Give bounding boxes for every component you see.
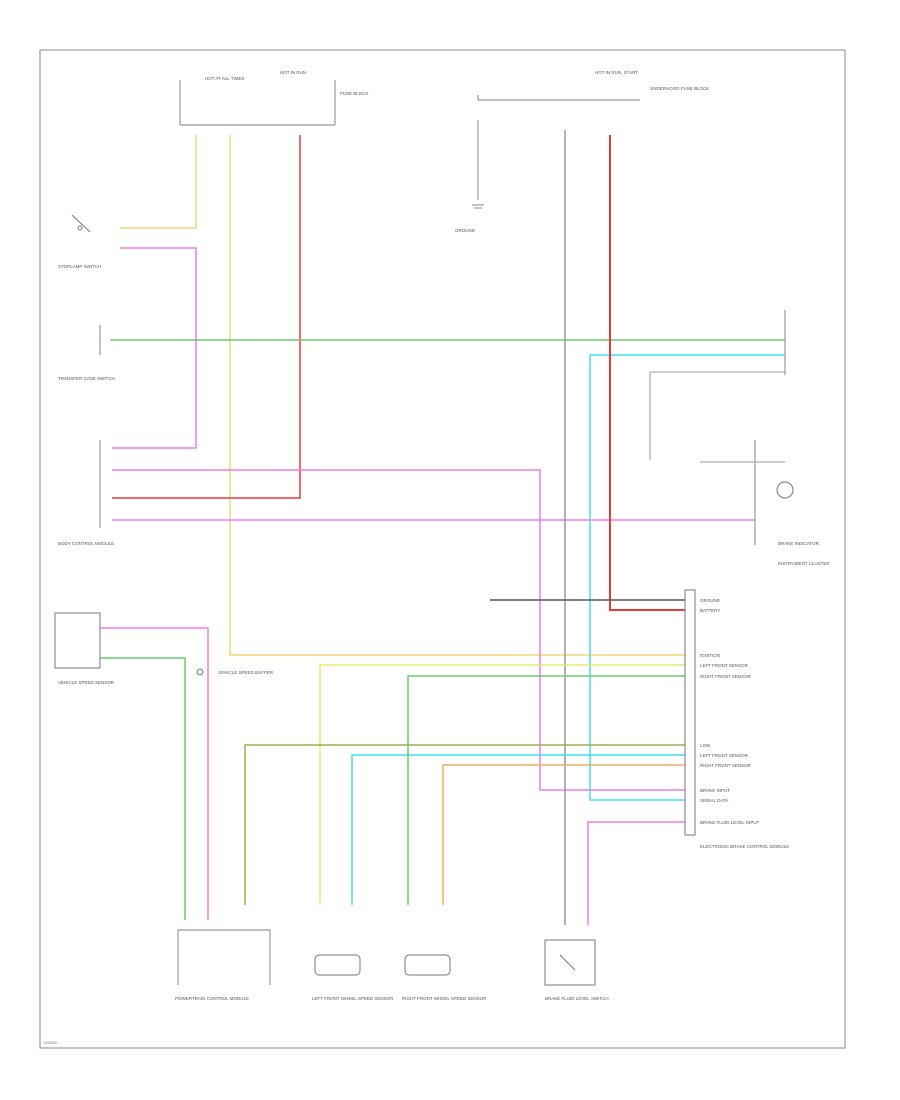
right-front-wheel-speed-sensor: RIGHT FRONT WHEEL SPEED SENSOR bbox=[402, 954, 487, 1001]
ebcm-pin-label: BRAKE INPUT bbox=[700, 788, 730, 793]
svg-text:UNDERHOOD FUSE BLOCK: UNDERHOOD FUSE BLOCK bbox=[650, 86, 709, 91]
wire-battery bbox=[609, 135, 685, 611]
transfer-case-switch-label: TRANSFER CASE SWITCH bbox=[58, 376, 115, 381]
fuse-block-left: HOT AT ALL TIMES HOT IN RUN FUSE BLOCK bbox=[179, 70, 369, 126]
ebcm-pin-label: RIGHT FRONT SENSOR bbox=[700, 674, 752, 679]
hot-in-run-start-label: HOT IN RUN, START bbox=[595, 70, 638, 75]
lf-sensor-label: LEFT FRONT WHEEL SPEED SENSOR bbox=[312, 996, 394, 1001]
wire-rf-sensor-1 bbox=[407, 675, 685, 905]
body-control-module: BODY CONTROL MODULE bbox=[58, 440, 114, 546]
wire-vss-green bbox=[100, 657, 186, 920]
ground-label: GROUND bbox=[455, 228, 476, 233]
vehicle-speed-sensor-label: VEHICLE SPEED SENSOR bbox=[58, 680, 115, 685]
vehicle-speed-buffer: VEHICLE SPEED BUFFER bbox=[196, 668, 274, 676]
wire-serial-data bbox=[589, 354, 785, 801]
ebcm-pin-label: LOW bbox=[700, 743, 711, 748]
ebcm-pin-label: LEFT FRONT SENSOR bbox=[700, 663, 749, 668]
hot-at-all-times-label: HOT AT ALL TIMES bbox=[205, 76, 245, 81]
ebcm-pin-labels: GROUND BATTERY IGNITION LEFT FRONT SENSOR RI… bbox=[700, 598, 760, 825]
wire-stoplamp-feed bbox=[120, 135, 197, 229]
left-front-wheel-speed-sensor: LEFT FRONT WHEEL SPEED SENSOR bbox=[312, 954, 394, 1001]
wire-lf-sensor-1 bbox=[319, 664, 685, 905]
diagram-frame bbox=[39, 49, 846, 1049]
ebcm-pin-label: BRAKE FLUID LEVEL INPUT bbox=[700, 820, 760, 825]
wire-fluid-level bbox=[587, 821, 685, 925]
ebcm-pin-label: SERIAL DATA bbox=[700, 798, 728, 803]
brake-fluid-level-switch-label: BRAKE FLUID LEVEL SWITCH bbox=[545, 996, 609, 1001]
rf-sensor-label: RIGHT FRONT WHEEL SPEED SENSOR bbox=[402, 996, 487, 1001]
vehicle-speed-sensor: VEHICLE SPEED SENSOR bbox=[54, 612, 115, 685]
wire-brake-input bbox=[112, 469, 685, 791]
instrument-cluster: BRAKE INDICATOR INSTRUMENT CLUSTER bbox=[754, 310, 830, 566]
wire-cluster-gray bbox=[649, 371, 785, 460]
instrument-cluster-label: INSTRUMENT CLUSTER bbox=[778, 561, 830, 566]
ebcm-pin-label: IGNITION bbox=[700, 653, 720, 658]
brake-fluid-level-switch: BRAKE FLUID LEVEL SWITCH bbox=[544, 939, 609, 1001]
powertrain-control-module-label: POWERTRAIN CONTROL MODULE bbox=[175, 996, 249, 1001]
stoplamp-switch-label: STOPLAMP SWITCH bbox=[58, 264, 101, 269]
wire-stoplamp-output bbox=[112, 247, 197, 449]
transfer-case-switch: TRANSFER CASE SWITCH bbox=[58, 325, 115, 381]
wire-low bbox=[244, 744, 685, 905]
fuse-block-right: HOT IN RUN, START UNDERHOOD FUSE BLOCK G… bbox=[455, 70, 709, 233]
ebcm-label: ELECTRONIC BRAKE CONTROL MODULE bbox=[700, 844, 789, 849]
ebcm-pin-label: BATTERY bbox=[700, 608, 720, 613]
wire-red-bcm bbox=[112, 135, 301, 499]
svg-text:FUSE BLOCK: FUSE BLOCK bbox=[340, 91, 369, 96]
powertrain-control-module: POWERTRAIN CONTROL MODULE bbox=[175, 929, 271, 1001]
hot-in-run-label: HOT IN RUN bbox=[280, 70, 306, 75]
vehicle-speed-buffer-label: VEHICLE SPEED BUFFER bbox=[218, 670, 274, 675]
wire-vss-pink bbox=[100, 627, 209, 920]
ebcm-pin-label: RIGHT FRONT SENSOR bbox=[700, 763, 752, 768]
wire-ignition bbox=[229, 135, 685, 656]
ebcm-connector: GROUND BATTERY IGNITION LEFT FRONT SENSOR RI… bbox=[684, 589, 789, 849]
ebcm-pin-label: GROUND bbox=[700, 598, 721, 603]
body-control-module-label: BODY CONTROL MODULE bbox=[58, 541, 114, 546]
ebcm-pin-label: LEFT FRONT SENSOR bbox=[700, 753, 749, 758]
wire-rf-sensor-2 bbox=[442, 764, 685, 905]
brake-indicator-label: BRAKE INDICATOR bbox=[778, 541, 820, 546]
wire-lf-sensor-2 bbox=[351, 754, 685, 905]
stoplamp-switch: STOPLAMP SWITCH bbox=[58, 214, 101, 269]
footer-code: W0000 bbox=[44, 1040, 57, 1045]
